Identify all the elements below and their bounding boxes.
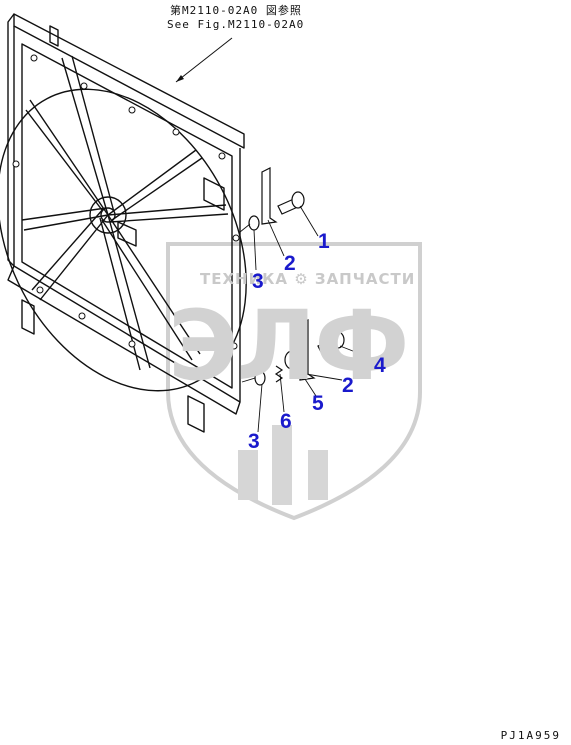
washer-upper [248,215,260,231]
top-bracket [49,25,59,47]
reference-note-japanese: 第M2110-02A0 図参照 [170,4,302,17]
callout-6: 6 [280,410,292,433]
fan-hub [89,196,127,234]
spoke-up [61,55,115,216]
watermark-wheat-left [238,450,258,500]
callout-1: 1 [318,230,330,253]
shroud-outer-frame [13,26,241,403]
shroud-bottom-flange [7,265,241,415]
bolt-head-lower [331,331,345,349]
mount-tab-upper [203,177,225,211]
spoke-upper-right [107,149,203,221]
spoke-upper-left [25,99,109,216]
watermark-logo [166,242,422,521]
parts-upper [248,167,305,231]
watermark-wheat-center [272,425,292,505]
watermark-wheat-right [308,450,328,500]
mount-tab-center [117,221,137,247]
watermark-logo-letters: ЭЛФ [168,290,409,402]
spoke-lower-right [101,214,201,361]
shroud-inner-frame [21,43,233,389]
shroud-fan-opening [0,88,247,392]
callout-2-upper: 2 [284,252,296,275]
watermark-company-text: ТЕХНИКА ⚙ ЗАПЧАСТИ [200,270,416,288]
reference-note-english: See Fig.M2110-02A0 [167,18,305,31]
callout-5: 5 [312,392,324,415]
fan-shroud [0,13,247,433]
shroud-top-flange [13,13,245,149]
leader-lines [239,205,377,433]
spoke-left [21,207,109,231]
bolt-head-upper [291,191,305,209]
reference-arrow [176,75,184,82]
callout-3-lower: 3 [248,430,260,453]
spoke-lower-left [31,207,109,301]
spoke-down [99,214,151,371]
bottom-bracket-right [187,395,205,433]
clip-plate-upper [261,167,278,225]
callout-4: 4 [374,354,386,377]
bottom-bracket-left [21,299,35,335]
watermark-shield [166,242,422,521]
callout-2-lower: 2 [342,374,354,397]
drawing-code: PJ1A959 [500,729,561,742]
callout-3-upper: 3 [252,270,264,293]
spoke-right [107,204,229,223]
reference-leader-line [175,37,233,83]
parts-lower [254,319,345,386]
frame-holes [12,54,240,374]
